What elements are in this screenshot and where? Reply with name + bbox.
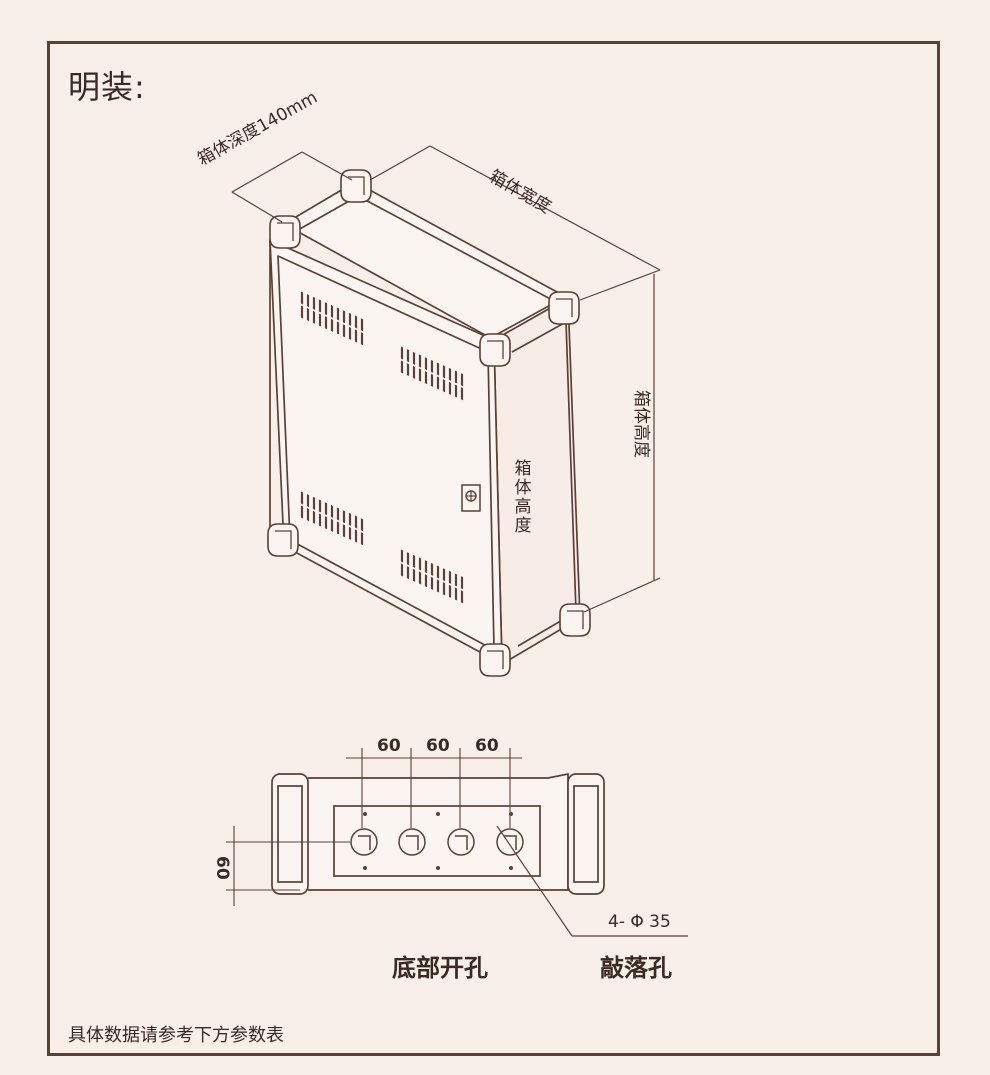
spacing-label: 60 xyxy=(475,736,499,756)
corner-cap-icon xyxy=(269,215,301,249)
vertical-60-label: 60 xyxy=(212,856,232,880)
corner-cap-icon xyxy=(479,333,511,367)
corner-cap-icon xyxy=(479,643,511,677)
vertical-dimension xyxy=(226,826,350,906)
corner-cap-icon xyxy=(267,523,299,557)
spacing-dimension xyxy=(346,748,522,828)
knockout-holes xyxy=(350,828,524,856)
footnote: 具体数据请参考下方参数表 xyxy=(68,1025,284,1046)
corner-cap-icon xyxy=(559,603,591,637)
height-label-front: 箱 体 高 度 xyxy=(514,459,532,536)
hole-leader xyxy=(496,825,688,937)
corner-cap-icon xyxy=(340,169,372,203)
page-title: 明装: xyxy=(68,68,146,106)
bottom-view xyxy=(271,772,605,895)
spacing-label: 60 xyxy=(377,736,401,756)
corner-cap-icon xyxy=(548,291,580,325)
diagram-frame xyxy=(47,41,940,1056)
depth-dimension xyxy=(231,151,353,223)
caption-knockout: 敲落孔 xyxy=(600,954,672,982)
spacing-label: 60 xyxy=(426,736,450,756)
hole-spec-label: 4- Φ 35 xyxy=(608,912,671,932)
width-dimension xyxy=(369,145,661,301)
caption-bottom-holes: 底部开孔 xyxy=(392,954,488,982)
height-dimension xyxy=(583,274,661,613)
lock-icon xyxy=(461,484,481,512)
height-label-right: 箱体高度 xyxy=(631,390,651,458)
